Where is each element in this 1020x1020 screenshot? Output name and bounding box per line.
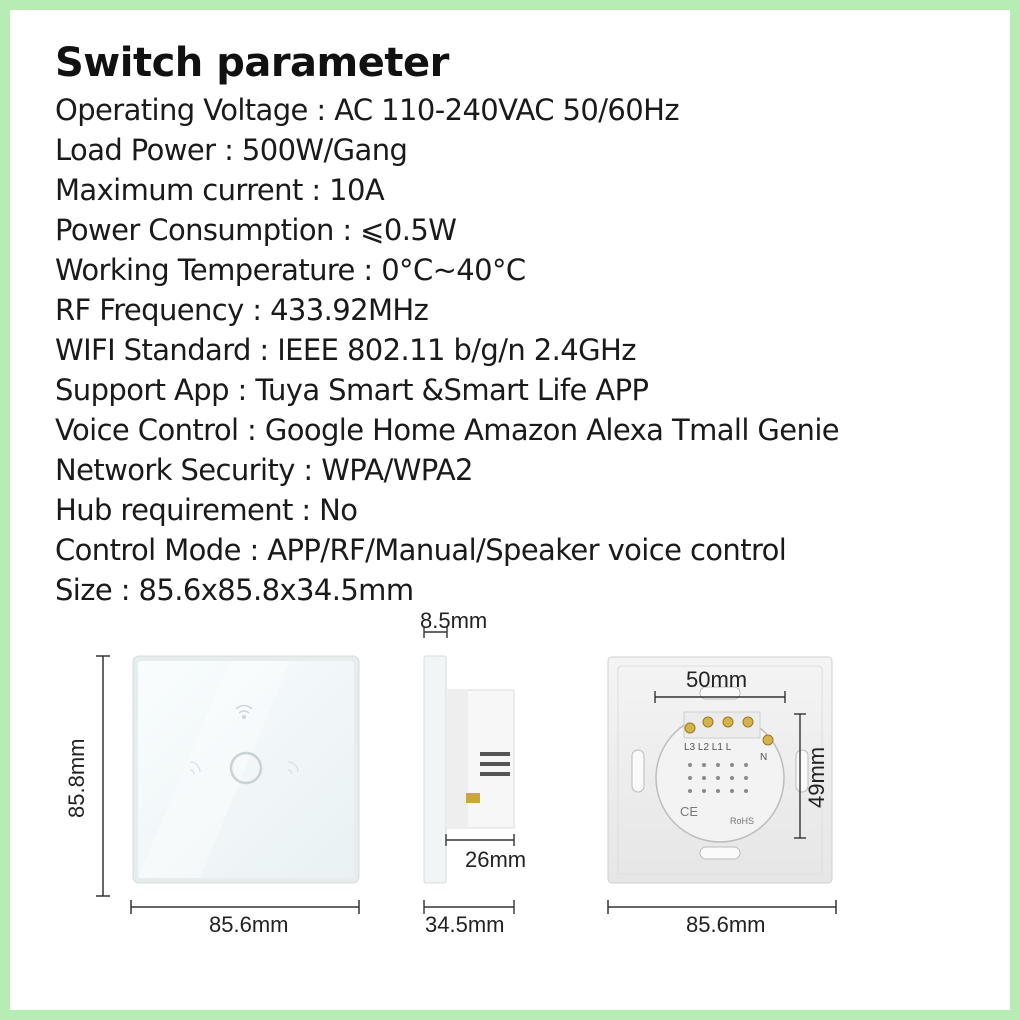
front-width-label: 85.6mm — [209, 912, 289, 937]
side-thickness-label: 8.5mm — [420, 608, 488, 633]
param-rf-frequency: RF Frequency : 433.92MHz — [55, 293, 429, 327]
neutral-label: N — [760, 752, 767, 763]
front-height-label: 85.8mm — [64, 738, 89, 818]
wifi-icon — [235, 704, 253, 720]
mount-slot-bottom — [699, 846, 741, 860]
back-width-label: 85.6mm — [686, 912, 766, 937]
param-maximum-current: Maximum current : 10A — [55, 173, 385, 207]
side-inner-depth-label: 26mm — [465, 847, 527, 872]
back-width-dimension-line — [607, 900, 837, 914]
mount-slot-top — [699, 686, 741, 700]
rohs-mark: RoHS — [730, 816, 754, 826]
param-wifi-standard: WIFI Standard : IEEE 802.11 b/g/n 2.4GHz — [55, 333, 636, 367]
page-title: Switch parameter — [55, 40, 449, 86]
back-box-width-label: 50mm — [686, 667, 748, 692]
side-total-depth-label: 34.5mm — [425, 912, 505, 937]
back-box-height-dimension-line — [794, 713, 806, 839]
param-voice-control: Voice Control : Google Home Amazon Alexa… — [55, 413, 840, 447]
side-connector — [466, 793, 480, 803]
param-size: Size : 85.6x85.8x34.5mm — [55, 573, 414, 607]
mount-slot-right — [795, 749, 809, 793]
front-width-dimension-line — [130, 900, 360, 914]
param-working-temperature: Working Temperature : 0°C~40°C — [55, 253, 526, 287]
rf-right-icon — [287, 761, 299, 775]
terminal-labels: L3 L2 L1 L — [684, 742, 732, 753]
param-control-mode: Control Mode : APP/RF/Manual/Speaker voi… — [55, 533, 787, 567]
mount-slot-left — [631, 749, 645, 793]
touch-button-icon — [229, 751, 263, 785]
param-load-power: Load Power : 500W/Gang — [55, 133, 408, 167]
back-dot-grid — [688, 763, 748, 793]
side-vent-icon — [480, 752, 510, 776]
side-view — [423, 626, 515, 914]
ce-mark: CE — [680, 804, 698, 819]
back-box-height-label: 49mm — [804, 746, 829, 808]
side-thickness-dimension-line — [423, 626, 448, 638]
param-power-consumption: Power Consumption : ⩽0.5W — [55, 213, 457, 247]
front-height-dimension-line — [96, 655, 110, 897]
back-box-width-dimension-line — [654, 691, 786, 703]
param-support-app: Support App : Tuya Smart &Smart Life APP — [55, 373, 649, 407]
back-view: L3 L2 L1 L N CE RoHS — [607, 656, 837, 914]
param-hub-requirement: Hub requirement : No — [55, 493, 358, 527]
front-view — [96, 655, 360, 914]
rf-left-icon — [189, 761, 201, 775]
param-network-security: Network Security : WPA/WPA2 — [55, 453, 474, 487]
parameter-list: Operating Voltage : AC 110-240VAC 50/60H… — [55, 90, 840, 610]
terminal-screws — [684, 716, 774, 746]
side-total-depth-dimension-line — [423, 900, 515, 914]
side-inner-depth-dimension-line — [445, 834, 515, 846]
param-operating-voltage: Operating Voltage : AC 110-240VAC 50/60H… — [55, 93, 680, 127]
